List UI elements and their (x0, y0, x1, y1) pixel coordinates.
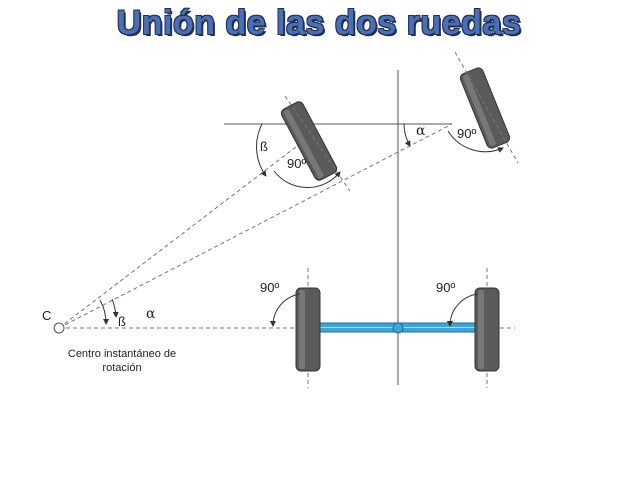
right-angle-label-front-left: 90º (287, 156, 306, 171)
instant-center-point (53, 322, 65, 334)
beta-label-front: ß (260, 139, 268, 154)
right-angle-arc-rear-right (446, 293, 479, 327)
right-angle-label-rear-left: 90º (260, 280, 279, 295)
caption-line-2: rotación (102, 362, 141, 374)
front-right-wheel-centerline (454, 51, 519, 164)
beta-label-center: ß (118, 314, 126, 329)
center-point-label: C (42, 308, 51, 323)
right-angle-arc-rear-left (269, 293, 301, 327)
front-left-wheel-centerline (284, 95, 351, 192)
beta-arc-front-left (256, 123, 267, 177)
axle-center-joint (392, 322, 404, 334)
caption-line-1: Centro instantáneo de (68, 348, 176, 360)
alpha-label-center: α (146, 306, 156, 322)
radius-line-right-wheel (58, 123, 453, 329)
right-angle-label-rear-right: 90º (436, 280, 455, 295)
beta-arc-center (99, 299, 110, 325)
front-right-wheel (459, 67, 511, 149)
rear-left-wheel (295, 287, 321, 372)
right-angle-arc-front-left (273, 170, 341, 188)
page-title: Unión de las dos ruedas (116, 4, 522, 42)
rear-right-wheel (474, 287, 500, 372)
right-angle-label-front-right: 90º (457, 126, 476, 141)
radius-line-left-wheel (58, 136, 310, 329)
right-angle-arc-front-right (447, 130, 504, 153)
alpha-label-front: α (416, 123, 426, 139)
front-left-wheel (280, 101, 338, 181)
alpha-arc-front-right (403, 123, 411, 147)
alpha-arc-center (111, 298, 119, 318)
